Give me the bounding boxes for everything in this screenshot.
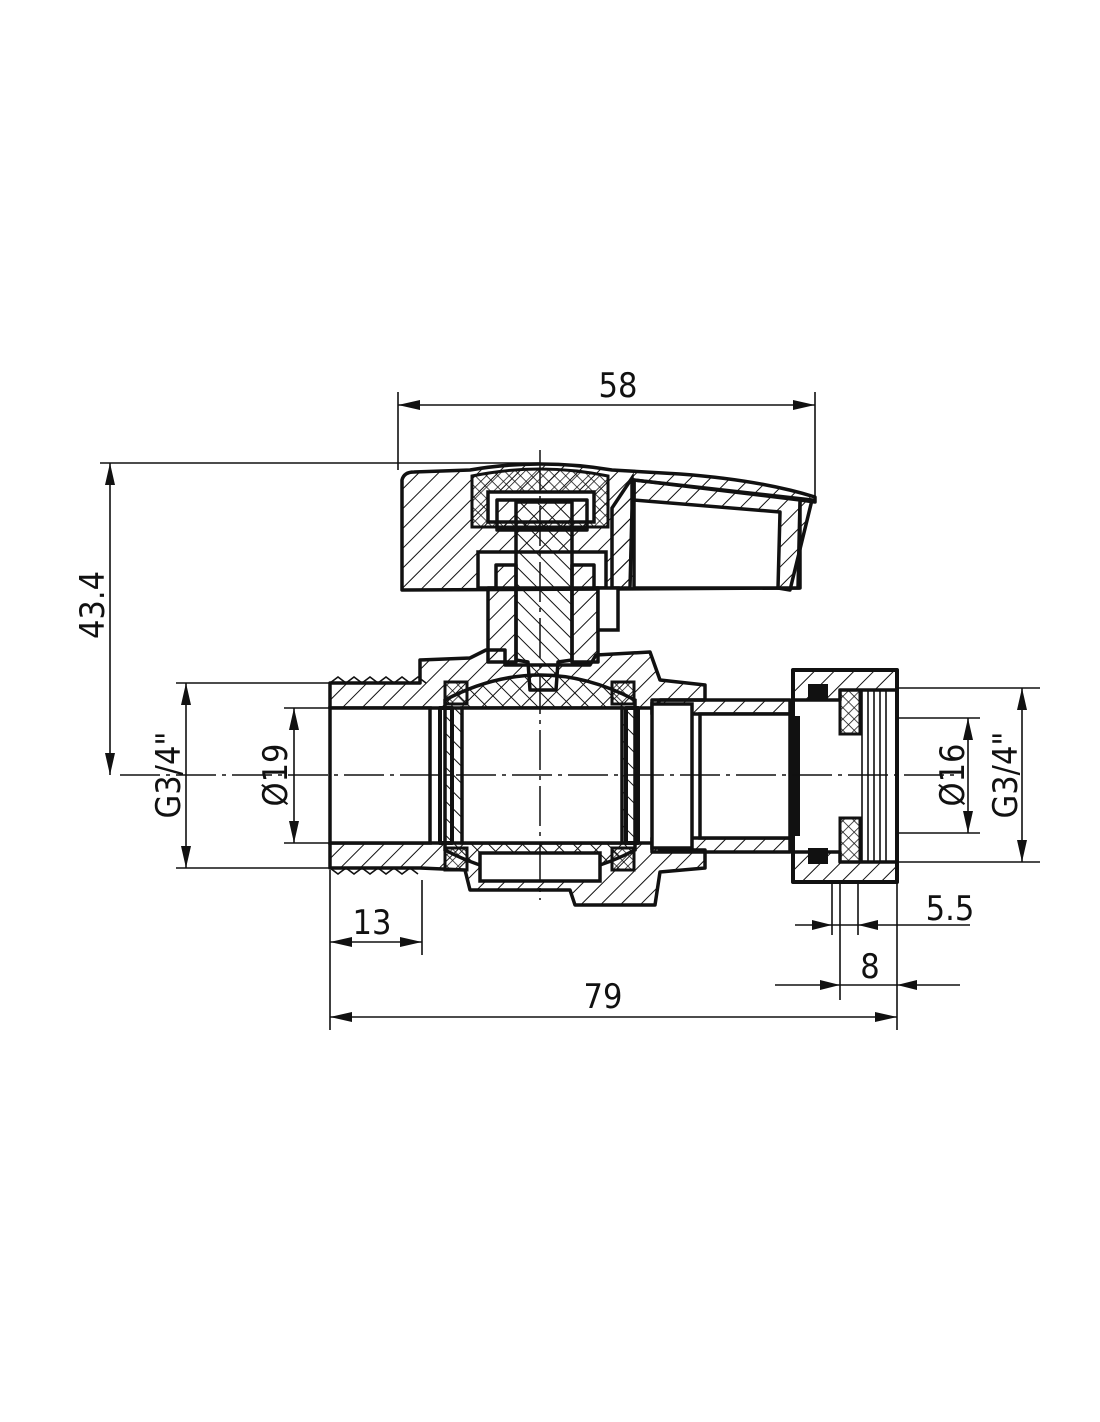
dim-handle-width: 58 (599, 366, 638, 406)
dim-left-thread: G3/4" (149, 732, 189, 819)
handle (400, 462, 817, 592)
dim-nut-gap: 5.5 (926, 889, 975, 929)
dim-thread-length: 13 (353, 903, 392, 943)
dim-right-bore: Ø16 (933, 744, 973, 807)
valve-body (328, 648, 707, 907)
dim-left-bore: Ø19 (256, 744, 296, 807)
dim-overall-length: 79 (584, 977, 623, 1017)
union-tailpiece (650, 668, 899, 884)
dim-right-thread: G3/4" (986, 732, 1026, 819)
dim-height: 43.4 (73, 571, 113, 639)
dim-nut-depth: 8 (860, 947, 879, 987)
dimension-lines (100, 392, 1040, 1030)
